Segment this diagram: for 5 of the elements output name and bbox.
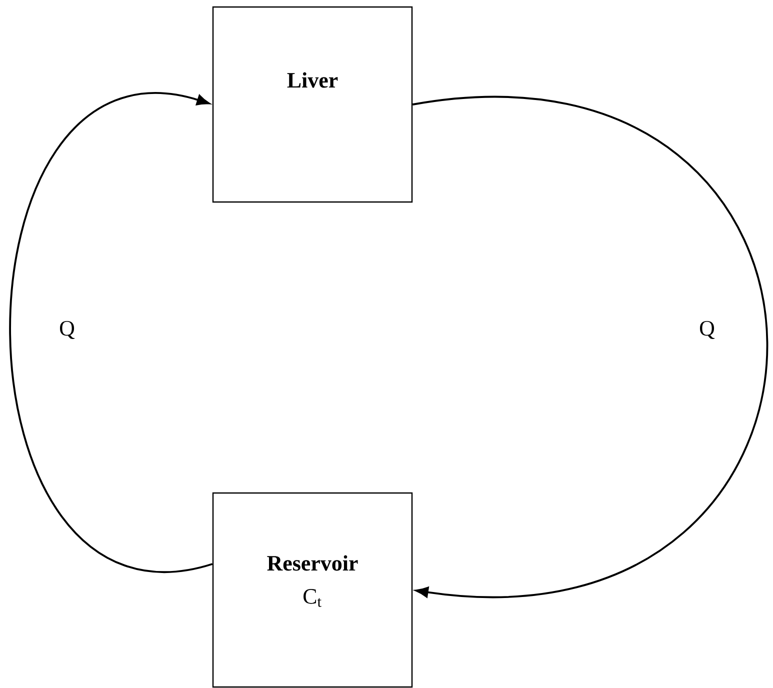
process-box: Liver [212,6,413,203]
edge-label: Q [697,319,717,341]
edge-label: Q [57,319,77,341]
process-box: Reservoir C$_{t}$ [212,492,413,688]
curved-arrow [9,94,212,572]
